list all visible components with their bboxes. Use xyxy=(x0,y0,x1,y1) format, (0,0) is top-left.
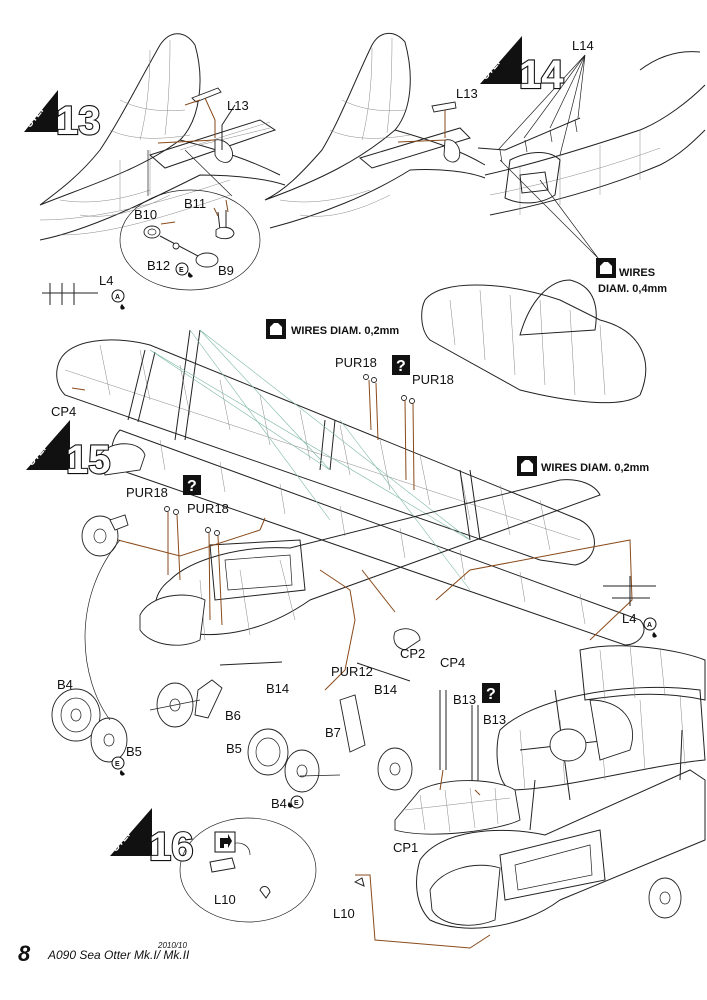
label-cp4: CP4 xyxy=(440,655,465,670)
paint-a-icon: A xyxy=(111,289,125,310)
wire-notes: WIRES DIAM. 0,4mm WIRES DIAM. 0,2mm WIRE… xyxy=(291,267,667,474)
step-13-drawing-b xyxy=(264,32,486,229)
label-b5: B5 xyxy=(226,741,242,756)
svg-text:?: ? xyxy=(486,686,496,703)
label-pur18: PUR18 xyxy=(126,485,168,500)
label-b14: B14 xyxy=(374,682,397,697)
svg-text:A: A xyxy=(647,622,652,629)
step-15-drawing xyxy=(56,279,647,691)
rotate-hand-icon xyxy=(214,831,236,853)
kit-title: A090 Sea Otter Mk.I/ Mk.II xyxy=(47,948,190,962)
wheel-parts xyxy=(51,514,413,793)
step-14-number: 14 xyxy=(519,53,564,97)
svg-text:?: ? xyxy=(396,358,406,375)
svg-text:?: ? xyxy=(187,478,197,495)
label-l13: L13 xyxy=(456,86,478,101)
step-13-drawing xyxy=(39,33,286,291)
label-l13: L13 xyxy=(227,98,249,113)
label-pur18: PUR18 xyxy=(187,501,229,516)
wires-04-note: WIRES xyxy=(619,267,655,279)
step-16-badge: STEP 16 xyxy=(110,808,195,870)
l4-aerial-left xyxy=(42,283,98,305)
step-14-drawing xyxy=(477,51,706,259)
hand-icon xyxy=(596,258,616,278)
label-cp1: CP1 xyxy=(393,840,418,855)
label-pur12: PUR12 xyxy=(331,664,373,679)
label-b12: B12 xyxy=(147,258,170,273)
step-13-number: 13 xyxy=(56,99,101,143)
label-b13: B13 xyxy=(483,712,506,727)
wires-02-note: WIRES DIAM. 0,2mm xyxy=(291,325,399,337)
paint-e-icon: E xyxy=(287,795,304,809)
label-b14: B14 xyxy=(266,681,289,696)
footer: 8 A090 Sea Otter Mk.I/ Mk.II 2010/10 xyxy=(18,941,190,966)
paint-e-icon: E xyxy=(175,262,193,278)
label-b5: B5 xyxy=(126,744,142,759)
paint-e-icon: E xyxy=(111,756,125,776)
label-l10: L10 xyxy=(214,892,236,907)
svg-text:A: A xyxy=(115,294,120,301)
label-b10: B10 xyxy=(134,207,157,222)
page-number: 8 xyxy=(18,941,31,966)
label-l4: L4 xyxy=(622,611,636,626)
label-b4: B4 xyxy=(271,796,287,811)
hand-icon xyxy=(266,319,286,339)
label-b13: B13 xyxy=(453,692,476,707)
label-b6: B6 xyxy=(225,708,241,723)
hand-icon xyxy=(517,456,537,476)
label-pur18: PUR18 xyxy=(335,355,377,370)
step-15-badge: STEP 15 xyxy=(26,420,112,483)
wires-04-note: DIAM. 0,4mm xyxy=(598,283,667,295)
step-14-badge: STEP 14 xyxy=(480,36,565,98)
label-b4: B4 xyxy=(57,677,73,692)
part-labels: L13 L13 L14 B10 B11 B12 B9 L4 CP4 PUR18 … xyxy=(51,38,636,921)
l4-aerial-right xyxy=(603,576,656,606)
step-15-number: 15 xyxy=(66,438,111,482)
label-pur18: PUR18 xyxy=(412,372,454,387)
svg-text:E: E xyxy=(294,800,299,807)
label-l14: L14 xyxy=(572,38,594,53)
question-icon: ? xyxy=(482,683,500,703)
step-13-badge: STEP 13 xyxy=(24,90,102,144)
question-icon: ? xyxy=(392,355,410,375)
label-b7: B7 xyxy=(325,725,341,740)
wires-02-note: WIRES DIAM. 0,2mm xyxy=(541,462,649,474)
label-cp2: CP2 xyxy=(400,646,425,661)
step-16-number: 16 xyxy=(149,825,194,869)
label-l4: L4 xyxy=(99,273,113,288)
label-b11: B11 xyxy=(184,196,206,211)
print-date: 2010/10 xyxy=(157,941,187,950)
step-16-drawing xyxy=(179,644,706,949)
svg-text:E: E xyxy=(179,267,184,274)
label-l10: L10 xyxy=(333,906,355,921)
question-icon: ? xyxy=(183,475,201,495)
label-b9: B9 xyxy=(218,263,234,278)
paint-a-icon: A xyxy=(643,617,657,638)
svg-text:E: E xyxy=(115,761,120,768)
label-cp4: CP4 xyxy=(51,404,76,419)
